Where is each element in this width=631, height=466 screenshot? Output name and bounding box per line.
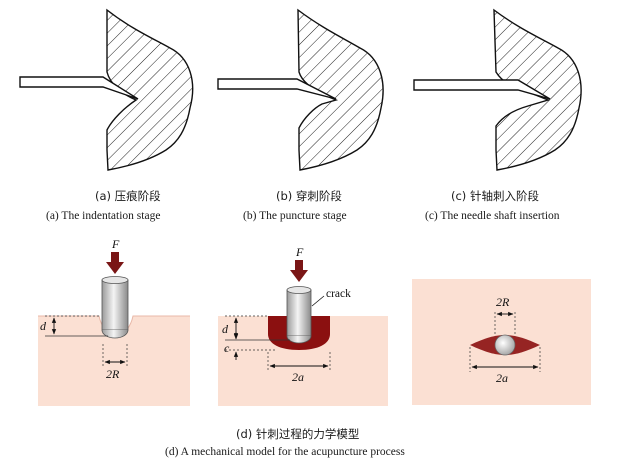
figure-caption-en: (d) A mechanical model for the acupunctu… <box>165 446 405 458</box>
needle-top-1 <box>101 276 129 284</box>
force-label-1: F <box>111 237 120 251</box>
needle-cylinder-1 <box>101 279 129 331</box>
force-label-2: F <box>295 245 304 259</box>
needle-tip-2 <box>286 335 312 344</box>
needle-tip-1 <box>101 329 129 339</box>
needle-cylinder-2 <box>286 289 312 337</box>
caption-a-en: (a) The indentation stage <box>46 210 161 222</box>
caption-b-zh: (b) 穿刺阶段 <box>276 189 342 203</box>
tissue-hatched-a <box>106 8 194 171</box>
needle-c <box>413 79 551 100</box>
panel-c-diagram <box>413 8 582 171</box>
force-arrow-1 <box>106 252 124 274</box>
radius-label-1: 2R <box>106 367 120 381</box>
crack-pointer <box>311 295 325 307</box>
caption-c-zh: (c) 针轴刺入阶段 <box>451 189 539 203</box>
model-indentation: F d 2R <box>38 237 190 406</box>
caption-b-en: (b) The puncture stage <box>243 210 347 222</box>
inner-label: 2R <box>496 295 510 309</box>
caption-c-en: (c) The needle shaft insertion <box>425 210 560 222</box>
needle-b <box>217 78 337 100</box>
needle-hole <box>494 334 516 356</box>
depth-label-1: d <box>40 319 47 333</box>
crack-depth-label: c <box>224 341 230 355</box>
width-label-2: 2a <box>292 370 304 384</box>
force-arrow-2 <box>290 260 308 282</box>
outer-label: 2a <box>496 371 508 385</box>
panel-b-diagram <box>217 8 384 171</box>
needle-top-2 <box>286 286 312 294</box>
crack-label: crack <box>326 288 351 300</box>
model-puncture: F crack d c 2a <box>218 245 388 406</box>
depth-label-2: d <box>222 322 229 336</box>
figure-caption-zh: (d) 针刺过程的力学模型 <box>236 427 360 441</box>
caption-a-zh: (a) 压痕阶段 <box>95 189 161 203</box>
model-topview: 2R 2a <box>412 279 591 405</box>
panel-a-diagram <box>19 8 194 171</box>
needle-a <box>19 76 139 100</box>
